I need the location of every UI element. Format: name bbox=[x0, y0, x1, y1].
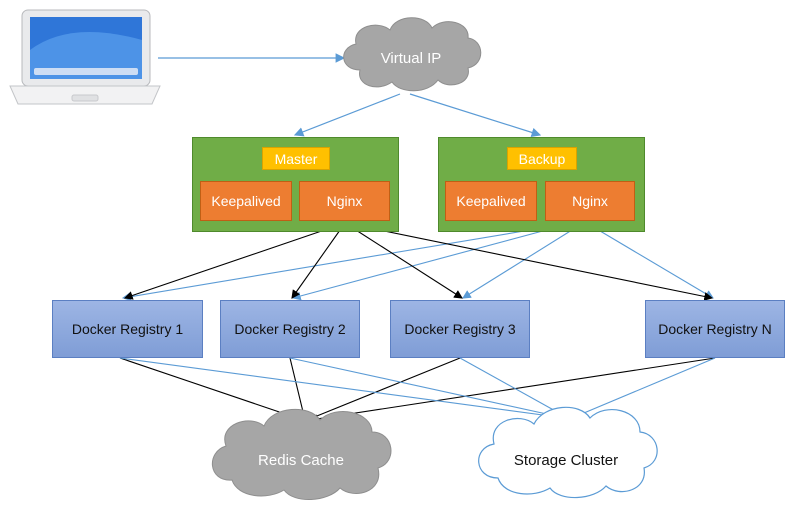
backup-nginx-box: Nginx bbox=[545, 181, 635, 221]
storage-cluster-label: Storage Cluster bbox=[513, 451, 619, 469]
master-badge: Master bbox=[262, 147, 330, 170]
master-nginx-box: Nginx bbox=[299, 181, 390, 221]
registry-2-box: Docker Registry 2 bbox=[220, 300, 360, 358]
registry-n-box: Docker Registry N bbox=[645, 300, 785, 358]
master-keepalived-box: Keepalived bbox=[200, 181, 292, 221]
registry-1-box: Docker Registry 1 bbox=[52, 300, 203, 358]
arrow-vip-to-master bbox=[293, 93, 401, 137]
arrow-vip-to-backup bbox=[409, 93, 542, 138]
virtual-ip-cloud bbox=[343, 17, 482, 92]
backup-badge: Backup bbox=[507, 147, 577, 170]
redis-cache-cloud bbox=[211, 408, 392, 501]
registry-to-storage-links bbox=[119, 357, 716, 422]
storage-cluster-cloud bbox=[478, 406, 658, 499]
laptop-icon bbox=[9, 9, 161, 105]
registry-3-box: Docker Registry 3 bbox=[390, 300, 530, 358]
backup-nginx-links bbox=[121, 224, 714, 302]
redis-cache-label: Redis Cache bbox=[258, 451, 344, 469]
registry-to-redis-links bbox=[119, 357, 716, 424]
virtual-ip-label: Virtual IP bbox=[380, 49, 442, 67]
master-nginx-links bbox=[123, 222, 714, 301]
backup-keepalived-box: Keepalived bbox=[445, 181, 537, 221]
